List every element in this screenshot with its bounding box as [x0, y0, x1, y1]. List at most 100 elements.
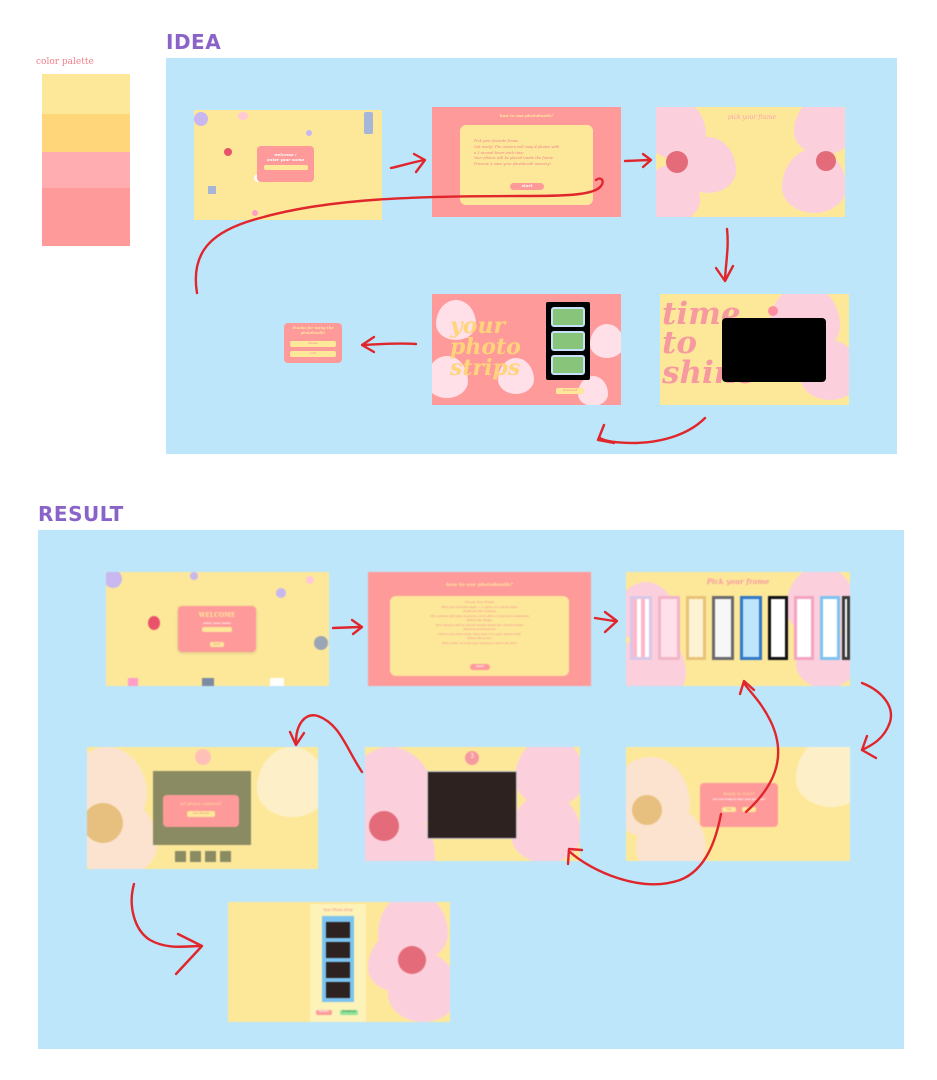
idea-thanks-card: thanks for using the photobooth! retake … — [284, 323, 342, 363]
howto-line: Pick your favorite style — a photo or a … — [441, 604, 518, 609]
howto-line: Watch the Magic — [466, 618, 493, 622]
name-input[interactable] — [263, 165, 308, 170]
howto-line: Smile for the Camera — [463, 609, 496, 613]
frame-option[interactable] — [740, 596, 762, 660]
cherry-blossom-petal — [590, 324, 621, 358]
captured-dialog: All photos captured! See Result — [163, 795, 239, 827]
flower-small-icon — [252, 210, 258, 216]
howto-line: Check your final strip, then save it to … — [438, 631, 521, 636]
result-welcome-card: WELCOME enter your name start — [178, 606, 256, 652]
howto-line: Choose Your Frame — [464, 600, 495, 604]
result-pick-frame-screen: Pick your frame — [626, 572, 850, 686]
palette-swatch-pink — [42, 188, 130, 246]
camera-preview — [722, 318, 826, 382]
idea-welcome-screen: welcome ! enter your name — [194, 110, 382, 220]
strip-photo — [326, 982, 350, 998]
pick-frame-title: Pick your frame — [706, 577, 770, 586]
palette-swatch-yellow — [42, 74, 130, 114]
frame-option[interactable] — [768, 596, 788, 660]
strip-photo — [326, 962, 350, 978]
howto-card: Choose Your Frame Pick your favorite sty… — [390, 596, 569, 676]
result-camera-screen: 3 — [365, 747, 580, 861]
frame-option[interactable] — [630, 596, 652, 660]
cherry-blossom-petal — [796, 747, 850, 807]
captured-title: All photos captured! — [180, 801, 222, 806]
sunflower-center — [87, 803, 123, 843]
welcome-title: welcome ! — [274, 152, 297, 157]
cherry-blossom-petal — [511, 793, 580, 861]
result-final-screen: Your Photo Strip Retake Download — [228, 902, 450, 1022]
howto-line: Preview & Download — [463, 627, 496, 631]
palette-label: color palette — [36, 57, 94, 67]
download-button[interactable]: Download — [340, 1010, 358, 1015]
final-title: Your Photo Strip — [323, 908, 353, 912]
exit-button[interactable]: exit — [290, 351, 336, 357]
countdown-badge — [195, 749, 211, 765]
frame-option[interactable] — [820, 596, 840, 660]
palette-swatch-light-pink — [42, 152, 130, 188]
frame-option[interactable] — [658, 596, 680, 660]
balloon-sticker-icon — [224, 148, 232, 156]
howto-start-button[interactable]: start — [470, 664, 490, 670]
frame-option[interactable] — [686, 596, 706, 660]
strip-photo — [326, 922, 350, 938]
camera-sticker-icon — [202, 678, 214, 686]
heart-sticker-icon — [238, 112, 248, 120]
thumbnail — [190, 851, 201, 862]
photo-strip — [322, 916, 354, 1002]
frame-option[interactable] — [794, 596, 814, 660]
howto-line: Post, send, or print your photos to shar… — [442, 640, 517, 645]
howto-line: Pick your favorite frame — [474, 139, 519, 143]
flower-sticker-icon — [106, 572, 122, 588]
result-howto-screen: how to use photobooth? Choose Your Frame… — [368, 572, 591, 686]
cherry-blossom-petal — [498, 358, 534, 394]
strip-text: your photo strips — [450, 313, 521, 381]
cat-sticker-icon — [314, 636, 328, 650]
idea-pick-frame-screen: pick your frame — [656, 107, 845, 217]
result-captured-screen: All photos captured! See Result — [87, 747, 318, 869]
howto-line: Your photos will be placed neatly inside… — [435, 622, 524, 627]
ready-dialog: Ready to Start? Are you ready to take yo… — [700, 783, 778, 827]
cherry-blossom-petal — [257, 747, 318, 817]
idea-howto-screen: how to use photobooth? Pick your favorit… — [432, 107, 621, 217]
howto-line: Preview & save your photobooth memory! — [474, 162, 551, 166]
camera-sticker-icon — [364, 112, 373, 134]
howto-line: a 3 second timer each time. — [474, 150, 525, 155]
name-input[interactable] — [202, 627, 232, 632]
howto-title: how to use photobooth? — [499, 113, 554, 118]
record-dot — [768, 306, 778, 316]
thumbnail — [205, 851, 216, 862]
cat-sticker-icon — [270, 678, 284, 686]
see-result-button[interactable]: See Result — [187, 811, 215, 817]
idea-heading: IDEA — [166, 30, 222, 54]
download-button[interactable]: download — [556, 388, 584, 394]
howto-line: The camera will snap 4 photos, each afte… — [430, 613, 529, 618]
flower-sticker-icon — [276, 588, 286, 598]
flower-sticker-icon — [194, 112, 208, 126]
result-heading: RESULT — [38, 502, 124, 526]
no-button[interactable]: No — [742, 807, 756, 812]
pick-frame-title: pick your frame — [727, 114, 777, 121]
strip-photo — [551, 307, 585, 327]
cherry-blossom-center — [816, 151, 836, 171]
howto-line: Share the Love! — [467, 636, 492, 640]
howto-title: how to use photobooth? — [446, 582, 513, 588]
howto-line: Get ready! The camera will snap 4 photos… — [474, 144, 560, 149]
ready-title: Ready to Start? — [723, 791, 755, 796]
howto-start-button[interactable]: start — [510, 183, 544, 190]
ready-subtitle: Are you ready to take your pictures? — [712, 798, 766, 801]
welcome-subtitle: enter your name — [266, 157, 305, 162]
yes-button[interactable]: Yes — [722, 807, 736, 812]
result-ready-screen: Ready to Start? Are you ready to take yo… — [626, 747, 850, 861]
frame-option[interactable] — [842, 596, 850, 660]
cherry-blossom-petal — [436, 300, 476, 340]
idea-shine-screen: time to shine — [660, 294, 849, 405]
frame-option[interactable] — [712, 596, 734, 660]
idea-strip-screen: your photo strips download — [432, 294, 621, 405]
retake-button[interactable]: retake — [290, 341, 336, 347]
welcome-start-button[interactable]: start — [210, 642, 224, 647]
retake-button[interactable]: Retake — [316, 1010, 332, 1015]
cherry-blossom-center — [666, 151, 688, 173]
howto-card: Pick your favorite frame Get ready! The … — [460, 125, 593, 205]
heart-sticker-icon — [306, 576, 314, 584]
